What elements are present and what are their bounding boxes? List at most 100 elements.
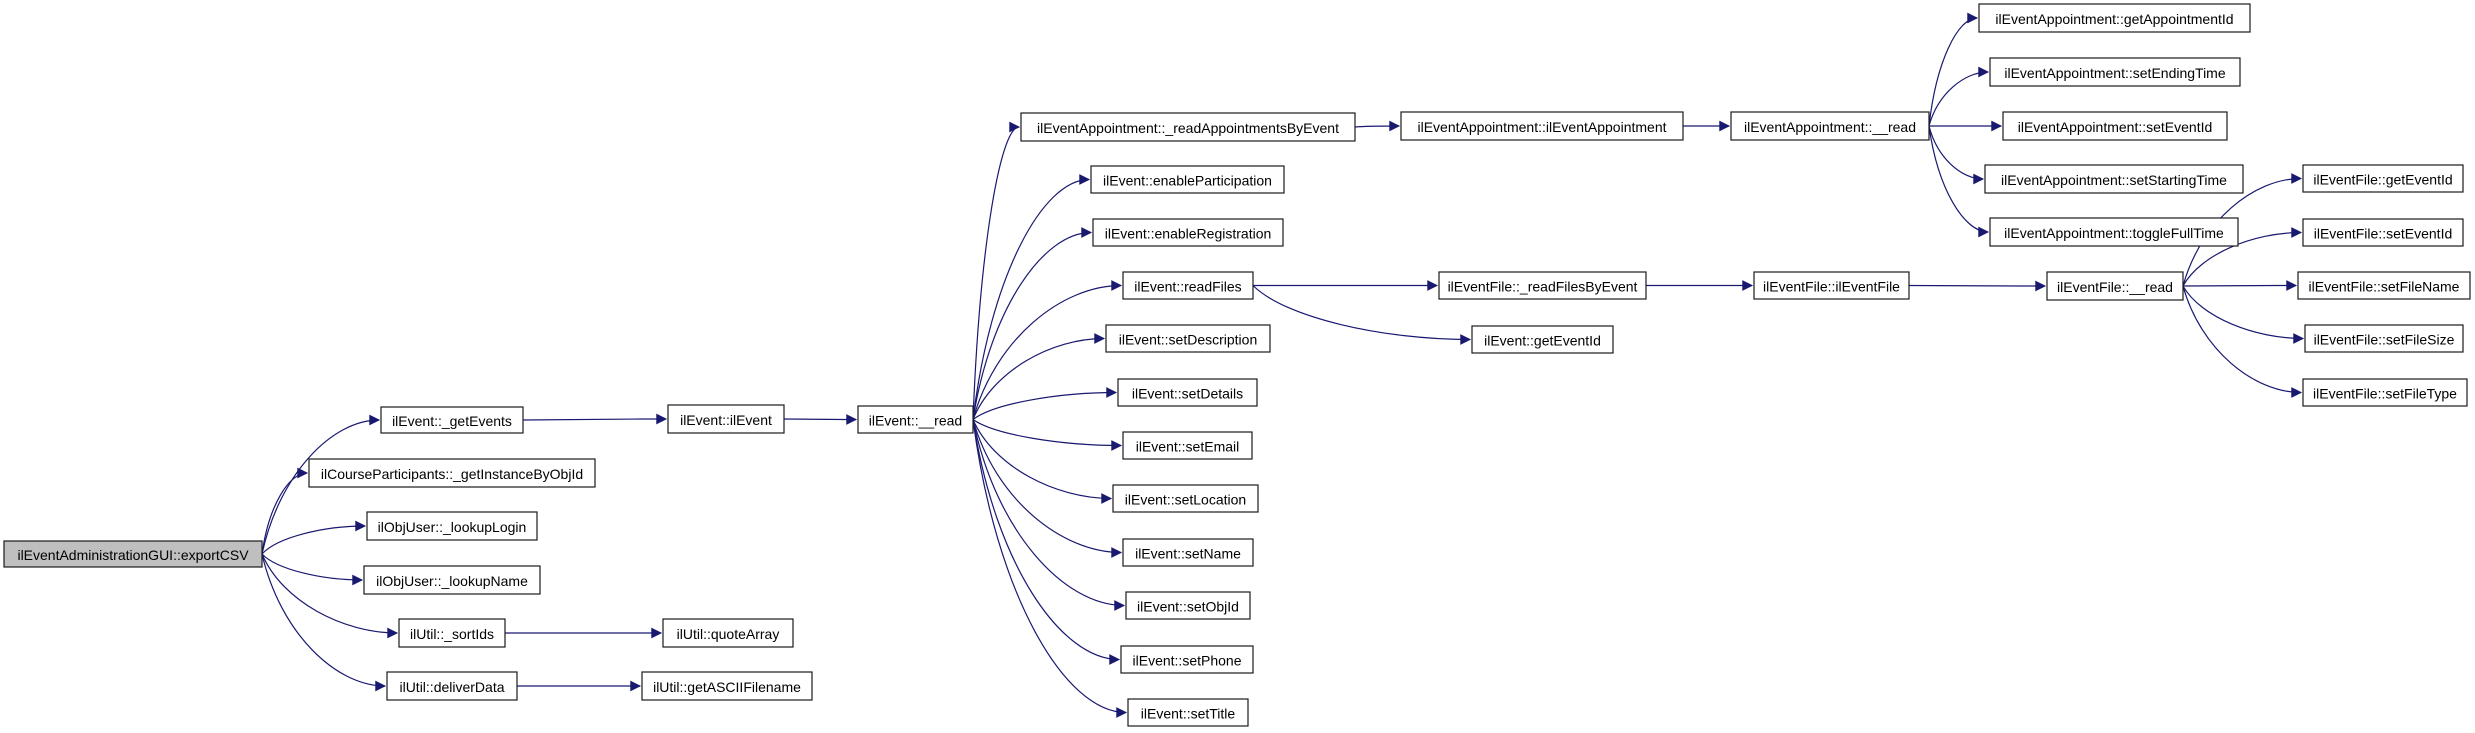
node-setFileName[interactable]: ilEventFile::setFileName bbox=[2297, 271, 2471, 300]
node-getEvents[interactable]: ilEvent::_getEvents bbox=[380, 406, 524, 434]
node-getAppointmentId[interactable]: ilEventAppointment::getAppointmentId bbox=[1978, 3, 2251, 33]
edge-exportCSV-to-sortIds bbox=[261, 553, 399, 639]
node-fileSetEventId[interactable]: ilEventFile::setEventId bbox=[2302, 218, 2464, 247]
node-box bbox=[1989, 217, 2239, 247]
node-box bbox=[641, 671, 813, 701]
node-readFilesByEvent[interactable]: ilEventFile::_readFilesByEvent bbox=[1438, 271, 1647, 300]
node-box bbox=[1092, 218, 1284, 247]
edge-fileRead-to-fileSetEventId bbox=[2182, 227, 2303, 287]
node-lookupLogin[interactable]: ilObjUser::_lookupLogin bbox=[366, 511, 538, 541]
edge-eventRead-to-setName bbox=[972, 419, 1123, 558]
node-setStartingTime[interactable]: ilEventAppointment::setStartingTime bbox=[1984, 164, 2244, 194]
node-appointmentRead[interactable]: ilEventAppointment::__read bbox=[1730, 111, 1930, 141]
node-box bbox=[363, 565, 541, 595]
edge-eventRead-to-setDetails bbox=[972, 387, 1118, 420]
node-eventRead[interactable]: ilEvent::__read bbox=[857, 405, 974, 434]
node-label: ilEventAdministrationGUI::exportCSV bbox=[17, 547, 249, 563]
node-setObjId[interactable]: ilEvent::setObjId bbox=[1125, 591, 1251, 620]
node-box bbox=[2046, 271, 2184, 301]
node-box bbox=[386, 671, 518, 701]
node-setEventIdApp[interactable]: ilEventAppointment::setEventId bbox=[2002, 111, 2228, 141]
edge-getEvents-to-ilEvent bbox=[522, 413, 668, 425]
node-lookupName[interactable]: ilObjUser::_lookupName bbox=[363, 565, 541, 595]
edge-exportCSV-to-lookupName bbox=[261, 553, 364, 586]
node-quoteArray[interactable]: ilUtil::quoteArray bbox=[662, 618, 794, 648]
node-label: ilEvent::setPhone bbox=[1133, 653, 1242, 669]
node-box bbox=[2304, 324, 2464, 353]
node-fileGetEventId[interactable]: ilEventFile::getEventId bbox=[2302, 164, 2464, 193]
node-readAppointmentsByEvent[interactable]: ilEventAppointment::_readAppointmentsByE… bbox=[1020, 112, 1356, 142]
edge-readFiles-to-getEventId bbox=[1252, 285, 1472, 345]
node-box bbox=[2002, 111, 2228, 141]
node-toggleFullTime[interactable]: ilEventAppointment::toggleFullTime bbox=[1989, 217, 2239, 247]
edge-eventRead-to-enableRegistration bbox=[972, 227, 1093, 420]
node-label: ilEventFile::__read bbox=[2057, 279, 2173, 295]
node-box bbox=[2302, 378, 2468, 407]
node-label: ilEventAppointment::ilEventAppointment bbox=[1417, 119, 1666, 135]
edge-exportCSV-to-deliverData bbox=[261, 553, 387, 692]
node-setFileSize[interactable]: ilEventFile::setFileSize bbox=[2304, 324, 2464, 353]
node-ilEvent[interactable]: ilEvent::ilEvent bbox=[667, 404, 785, 434]
node-label: ilEventFile::setFileType bbox=[2313, 386, 2457, 402]
node-getASCIIFilename[interactable]: ilUtil::getASCIIFilename bbox=[641, 671, 813, 701]
edge-readAppointmentsByEvent-to-ilEventAppointment bbox=[1354, 120, 1401, 132]
node-ilEventAppointment[interactable]: ilEventAppointment::ilEventAppointment bbox=[1400, 111, 1684, 141]
node-fileIlEventFile[interactable]: ilEventFile::ilEventFile bbox=[1753, 271, 1910, 300]
node-box bbox=[2302, 218, 2464, 247]
node-sortIds[interactable]: ilUtil::_sortIds bbox=[398, 618, 506, 648]
edge-appointmentRead-to-getAppointmentId bbox=[1928, 12, 1979, 127]
edge-exportCSV-to-lookupLogin bbox=[261, 520, 367, 555]
node-label: ilUtil::deliverData bbox=[399, 679, 504, 695]
nodes: ilEventAdministrationGUI::exportCSVilEve… bbox=[3, 3, 2471, 727]
node-box bbox=[380, 406, 524, 434]
node-exportCSV[interactable]: ilEventAdministrationGUI::exportCSV bbox=[3, 540, 263, 568]
node-box bbox=[398, 618, 506, 648]
node-label: ilEvent::enableParticipation bbox=[1103, 173, 1272, 189]
node-setFileType[interactable]: ilEventFile::setFileType bbox=[2302, 378, 2468, 407]
node-label: ilEventAppointment::setEventId bbox=[2018, 119, 2213, 135]
node-getInstanceByObjId[interactable]: ilCourseParticipants::_getInstanceByObjI… bbox=[308, 458, 596, 488]
node-box bbox=[1978, 3, 2251, 33]
node-setDescription[interactable]: ilEvent::setDescription bbox=[1105, 324, 1271, 353]
node-label: ilCourseParticipants::_getInstanceByObjI… bbox=[321, 466, 583, 482]
edge-appointmentRead-to-toggleFullTime bbox=[1928, 125, 1990, 238]
node-enableRegistration[interactable]: ilEvent::enableRegistration bbox=[1092, 218, 1284, 247]
node-enableParticipation[interactable]: ilEvent::enableParticipation bbox=[1090, 165, 1285, 194]
node-setLocation[interactable]: ilEvent::setLocation bbox=[1112, 484, 1259, 513]
edge-exportCSV-to-getEvents bbox=[261, 414, 381, 555]
node-label: ilEvent::_getEvents bbox=[392, 413, 512, 429]
node-fileRead[interactable]: ilEventFile::__read bbox=[2046, 271, 2184, 301]
node-deliverData[interactable]: ilUtil::deliverData bbox=[386, 671, 518, 701]
node-getEventId[interactable]: ilEvent::getEventId bbox=[1471, 325, 1614, 354]
node-setTitle[interactable]: ilEvent::setTitle bbox=[1127, 698, 1249, 727]
node-box bbox=[667, 404, 785, 434]
node-readFiles[interactable]: ilEvent::readFiles bbox=[1122, 271, 1254, 300]
edge-eventRead-to-enableParticipation bbox=[972, 174, 1091, 420]
node-box bbox=[1020, 112, 1356, 142]
node-box bbox=[857, 405, 974, 434]
edge-eventRead-to-setObjId bbox=[972, 419, 1126, 611]
node-setEmail[interactable]: ilEvent::setEmail bbox=[1122, 431, 1253, 460]
node-label: ilEventFile::setFileName bbox=[2309, 279, 2460, 295]
node-box bbox=[1984, 164, 2244, 194]
node-label: ilEventAppointment::__read bbox=[1744, 119, 1916, 135]
node-label: ilUtil::quoteArray bbox=[677, 626, 780, 642]
node-box bbox=[1125, 591, 1251, 620]
node-box bbox=[308, 458, 596, 488]
node-setPhone[interactable]: ilEvent::setPhone bbox=[1120, 645, 1254, 674]
node-setEndingTime[interactable]: ilEventAppointment::setEndingTime bbox=[1989, 57, 2241, 87]
edge-appointmentRead-to-setStartingTime bbox=[1928, 125, 1985, 185]
node-setDetails[interactable]: ilEvent::setDetails bbox=[1117, 378, 1258, 407]
node-label: ilEvent::ilEvent bbox=[680, 412, 772, 428]
node-box bbox=[366, 511, 538, 541]
node-box bbox=[2297, 271, 2471, 300]
node-label: ilEvent::__read bbox=[869, 413, 962, 429]
node-label: ilEvent::getEventId bbox=[1484, 333, 1601, 349]
node-label: ilEventFile::_readFilesByEvent bbox=[1448, 279, 1638, 295]
node-box bbox=[2302, 164, 2464, 193]
node-box bbox=[1127, 698, 1249, 727]
node-box bbox=[1989, 57, 2241, 87]
node-setName[interactable]: ilEvent::setName bbox=[1122, 538, 1254, 567]
